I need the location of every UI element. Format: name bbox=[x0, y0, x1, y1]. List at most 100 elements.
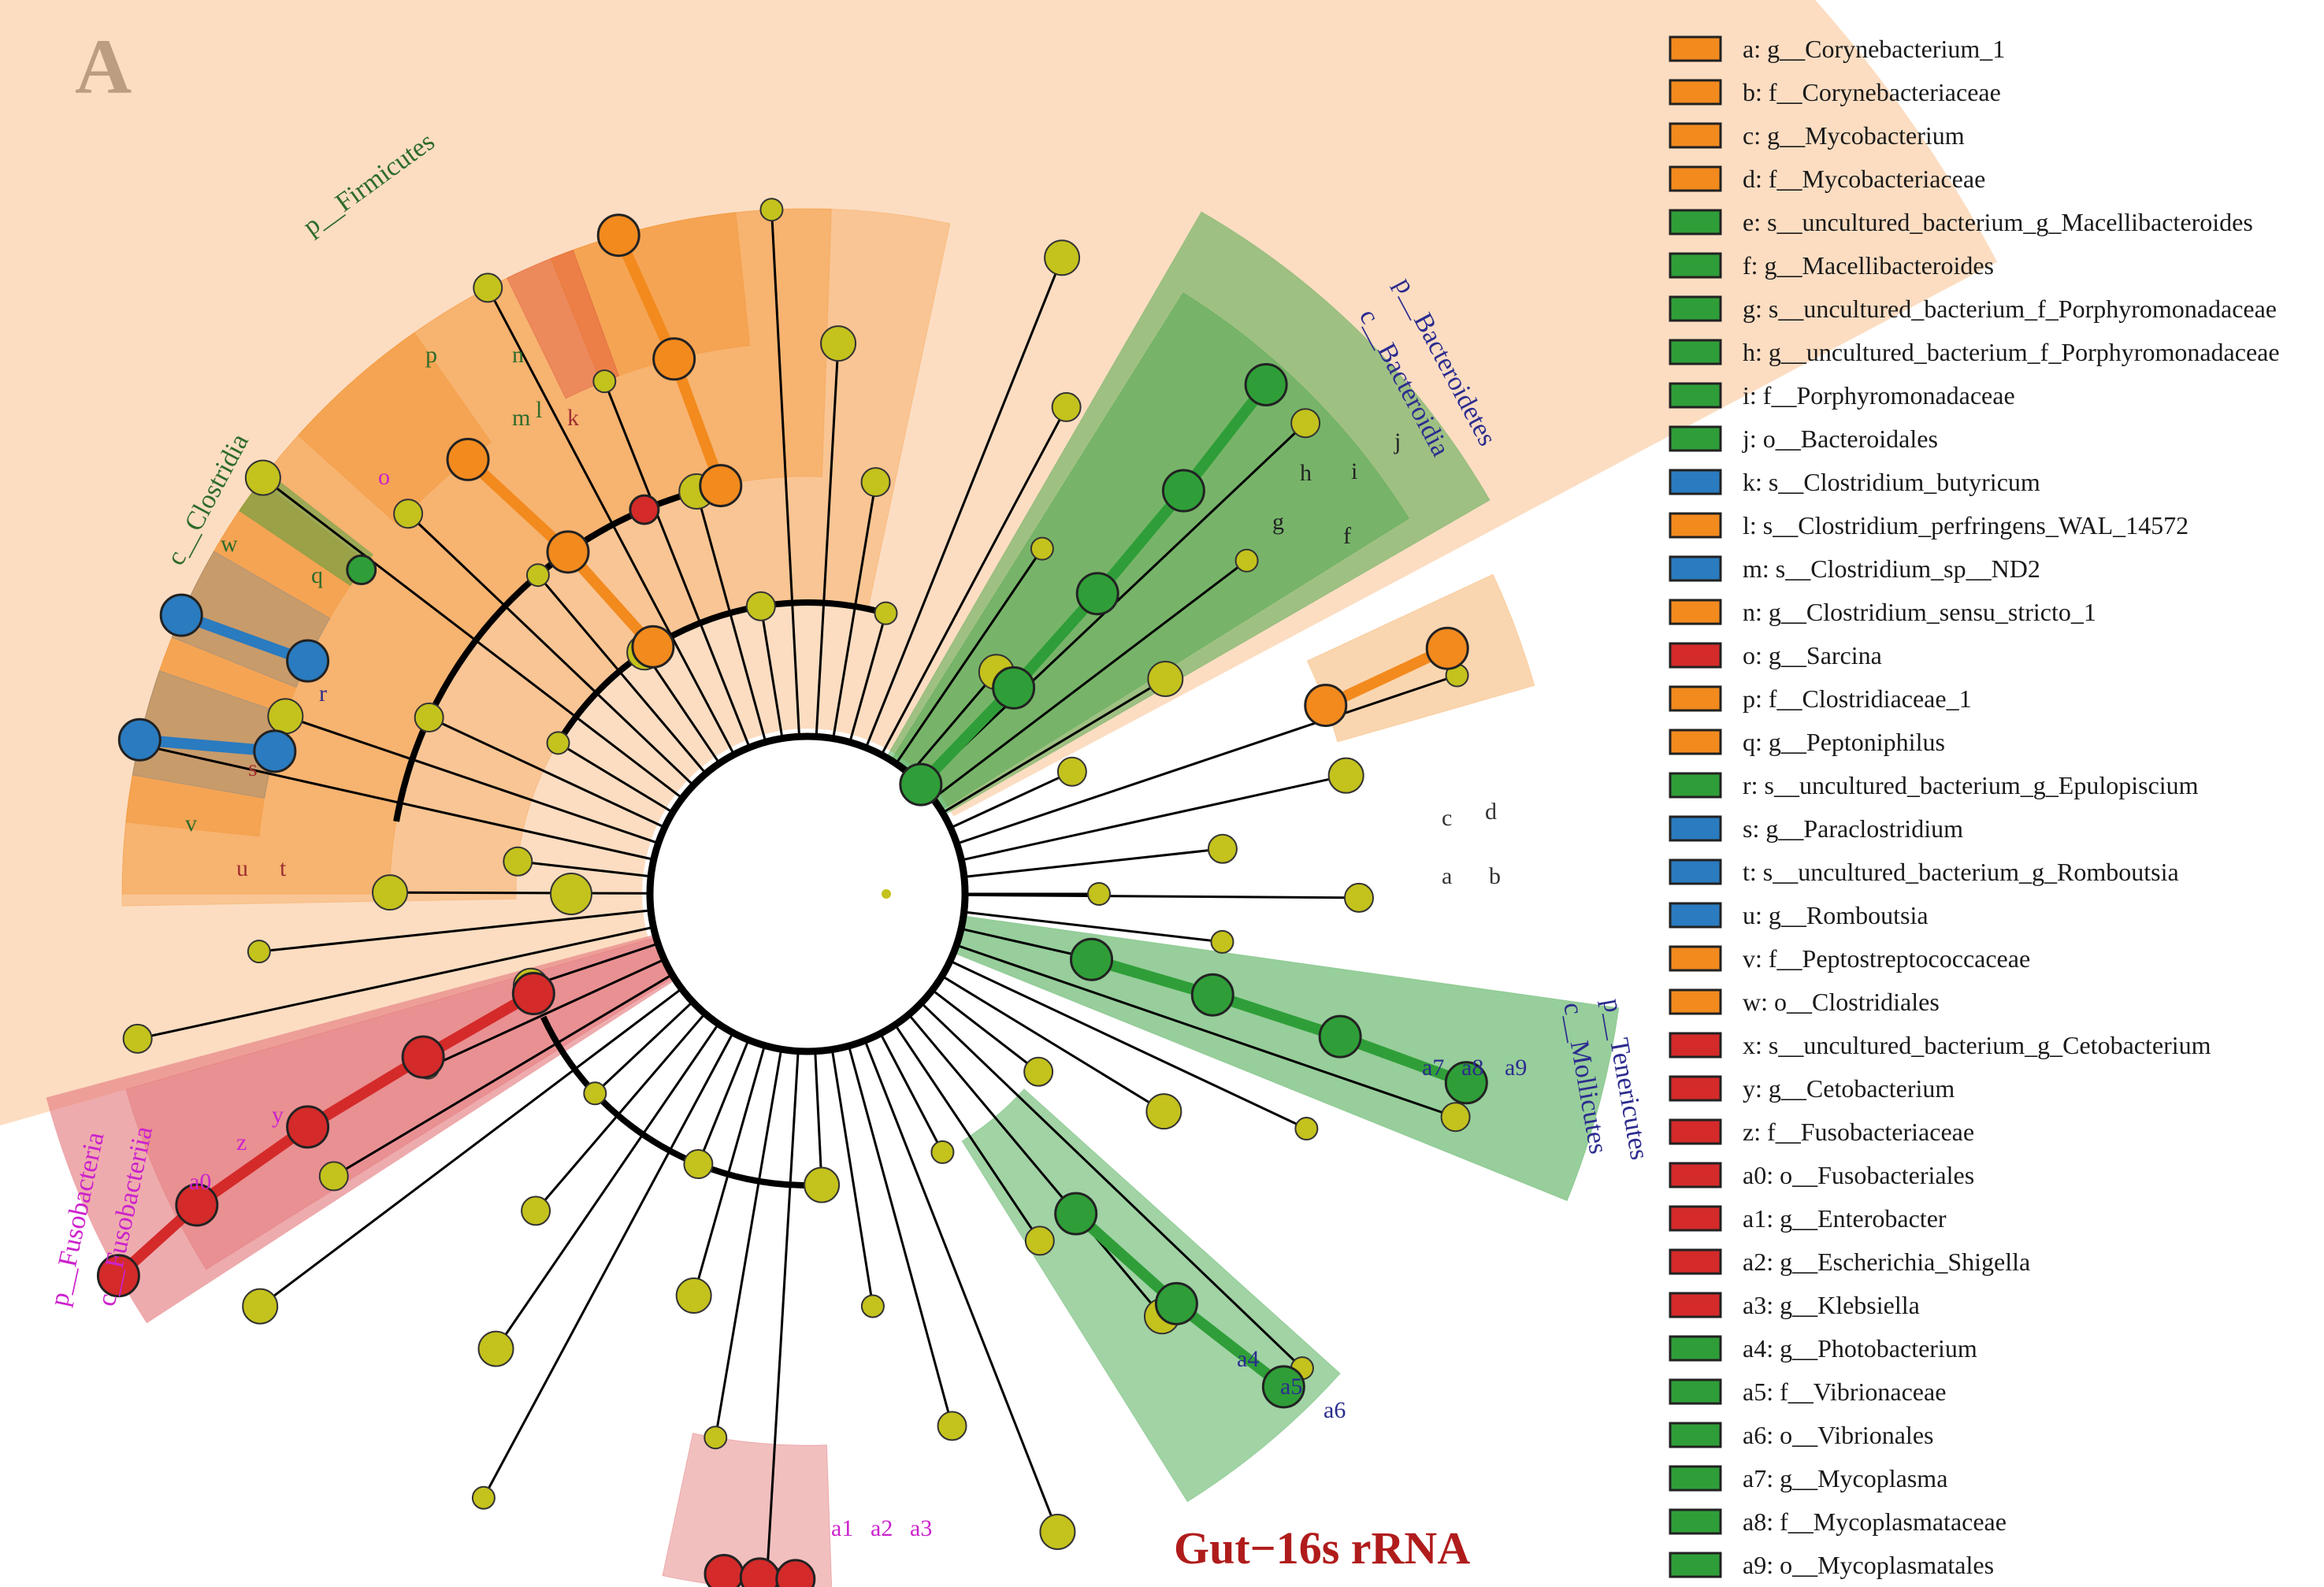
romboutsia-node bbox=[253, 729, 297, 773]
node bbox=[1440, 1102, 1471, 1133]
epulopiscium-node bbox=[346, 554, 377, 586]
clade-label-f: f bbox=[1343, 523, 1351, 549]
branch bbox=[695, 491, 767, 743]
legend-swatch-a7 bbox=[1669, 1465, 1722, 1492]
legend-swatch-a9 bbox=[1669, 1552, 1722, 1578]
clade-label-a2: a2 bbox=[871, 1515, 893, 1541]
clostridiaceae-node bbox=[699, 464, 743, 508]
branch bbox=[847, 1045, 953, 1426]
legend-label-f: f: g__Macellibacteroides bbox=[1743, 251, 1994, 280]
legend-label-r: r: s__uncultured_bacterium_g_Epulopisciu… bbox=[1743, 771, 2199, 799]
tree-nodes bbox=[96, 198, 1488, 1587]
node bbox=[1290, 408, 1321, 439]
node bbox=[1051, 391, 1082, 422]
enterobacteriaceae-node bbox=[739, 1557, 780, 1587]
branch bbox=[427, 958, 665, 1069]
legend-swatch-b bbox=[1669, 79, 1722, 106]
paraclostridium-node bbox=[286, 639, 330, 683]
legend-label-k: k: s__Clostridium_butyricum bbox=[1743, 468, 2040, 496]
legend-swatch-a8 bbox=[1669, 1508, 1722, 1535]
branch bbox=[908, 1014, 1164, 1318]
branch bbox=[949, 770, 1073, 829]
node bbox=[521, 1196, 551, 1226]
branch bbox=[894, 1024, 1041, 1242]
clade-label-r: r bbox=[319, 680, 327, 706]
legend-label-a3: a3: g__Klebsiella bbox=[1743, 1291, 1920, 1319]
vibrionales-node bbox=[1261, 1365, 1305, 1409]
fusobacteria-node bbox=[286, 1105, 330, 1149]
legend-label-a2: a2: g__Escherichia_Shigella bbox=[1743, 1248, 2030, 1276]
legend-label-z: z: f__Fusobacteriaceae bbox=[1743, 1118, 1974, 1146]
node bbox=[860, 1294, 885, 1318]
clade-label-k: k bbox=[567, 405, 579, 431]
legend-swatch-a3 bbox=[1669, 1292, 1722, 1318]
branch bbox=[692, 1045, 766, 1296]
branch bbox=[495, 1023, 720, 1350]
legend-swatch-a bbox=[1669, 35, 1722, 62]
branch bbox=[643, 651, 721, 765]
clostridiales-node bbox=[546, 530, 590, 574]
clade-label-w: w bbox=[221, 531, 238, 557]
legend-label-b: b: f__Corynebacteriaceae bbox=[1743, 78, 2001, 106]
legend-swatch-r bbox=[1669, 772, 1722, 799]
fusobacteria-node bbox=[511, 972, 555, 1016]
fusobacteria-node bbox=[175, 1183, 219, 1227]
branch bbox=[557, 742, 674, 814]
clade-label-d: d bbox=[1485, 799, 1497, 825]
branch bbox=[389, 891, 651, 895]
branch bbox=[931, 988, 1040, 1073]
branch bbox=[815, 343, 840, 737]
bacteroidetes-node bbox=[1075, 572, 1119, 616]
tenericutes-node bbox=[1190, 973, 1234, 1017]
clade-label-v: v bbox=[185, 810, 197, 836]
legend-label-a4: a4: g__Photobacterium bbox=[1743, 1334, 1977, 1363]
branch bbox=[137, 925, 654, 1040]
legend: a: g__Corynebacterium_1b: f__Corynebacte… bbox=[1669, 35, 2280, 1579]
branch bbox=[960, 927, 1093, 960]
node bbox=[1294, 1117, 1319, 1141]
legend-swatch-d bbox=[1669, 165, 1722, 192]
clade-label-s: s bbox=[248, 755, 258, 781]
tenericutes-edge bbox=[1211, 989, 1342, 1042]
legend-label-h: h: g__uncultured_bacterium_f_Porphyromon… bbox=[1743, 338, 2280, 366]
legend-swatch-s bbox=[1669, 815, 1722, 842]
branch bbox=[765, 1051, 800, 1578]
node bbox=[804, 1166, 841, 1203]
clade-label-p: p bbox=[425, 342, 437, 368]
branch bbox=[530, 942, 659, 988]
node bbox=[414, 703, 444, 733]
node bbox=[1327, 757, 1364, 794]
branch bbox=[534, 1012, 706, 1212]
legend-label-a6: a6: o__Vibrionales bbox=[1743, 1421, 1933, 1449]
node bbox=[473, 273, 503, 303]
node bbox=[242, 1288, 279, 1325]
node bbox=[1056, 756, 1087, 787]
legend-label-u: u: g__Romboutsia bbox=[1743, 901, 1929, 929]
legend-swatch-o bbox=[1669, 642, 1722, 669]
branch bbox=[697, 1039, 750, 1165]
legend-label-o: o: g__Sarcina bbox=[1743, 641, 1882, 669]
mycobacterium-edge bbox=[1323, 643, 1450, 710]
branch bbox=[895, 547, 1044, 765]
branch bbox=[848, 613, 887, 743]
plot-title: Gut−16s rRNA bbox=[1174, 1522, 1470, 1574]
node bbox=[745, 591, 776, 621]
branch bbox=[956, 944, 1457, 1118]
tenericutes-edge bbox=[1338, 1031, 1468, 1088]
clade-label-l: l bbox=[536, 397, 542, 423]
clade-label-a7: a7 bbox=[1422, 1055, 1444, 1081]
branch bbox=[832, 481, 878, 739]
clostridiales-node bbox=[446, 437, 490, 481]
clade-label-t: t bbox=[280, 855, 287, 881]
branch bbox=[138, 743, 655, 861]
bacteroidetes-node bbox=[1161, 469, 1205, 513]
node bbox=[503, 846, 533, 877]
node bbox=[820, 325, 857, 362]
paraclostridium-edge bbox=[179, 610, 310, 666]
branch bbox=[864, 257, 1064, 748]
branch bbox=[880, 406, 1067, 756]
node bbox=[683, 1149, 714, 1180]
legend-label-n: n: g__Clostridium_sensu_stricto_1 bbox=[1743, 598, 2096, 626]
clade-label-a: a bbox=[1442, 863, 1452, 889]
